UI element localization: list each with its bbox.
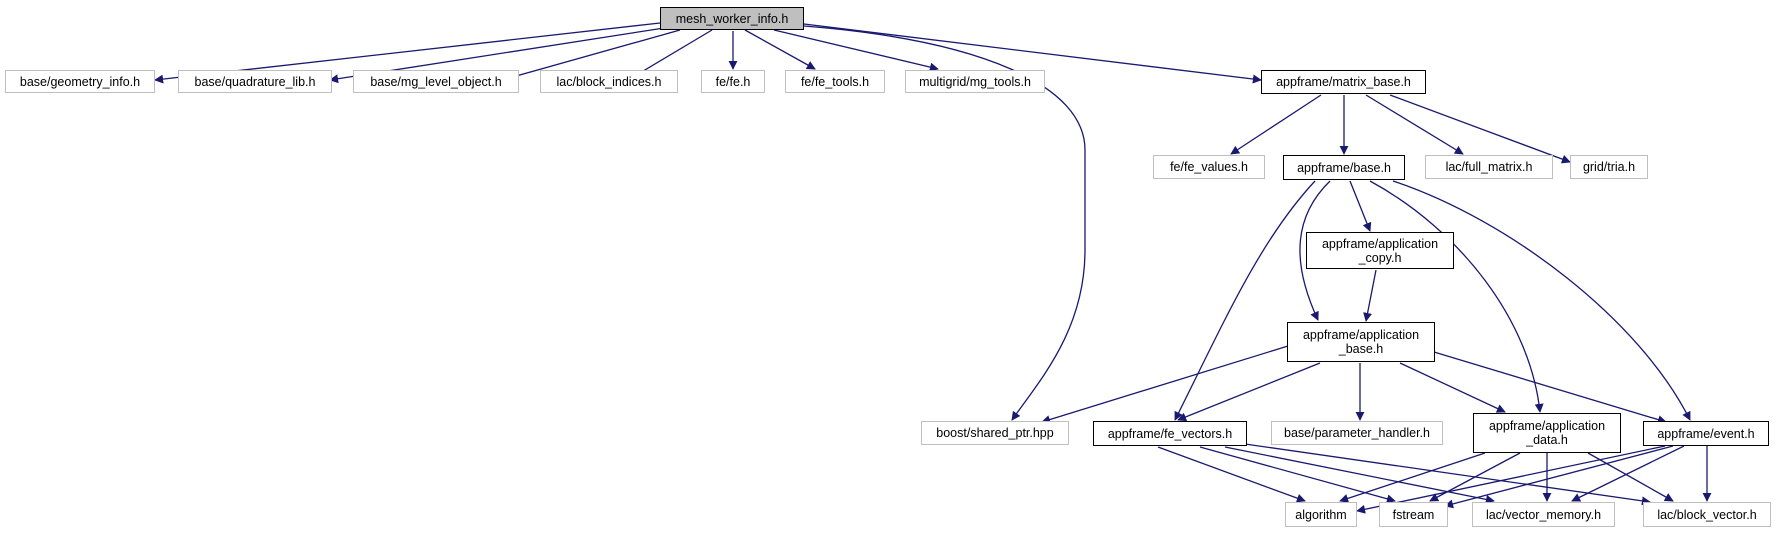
node-label: multigrid/mg_tools.h [919, 74, 1031, 89]
edge-matrix-base-to-fe-values [1230, 94, 1322, 155]
node-multigrid-mg-tools[interactable]: multigrid/mg_tools.h [905, 70, 1045, 93]
edge-appframe-base-to-application-data [1369, 180, 1544, 413]
node-appframe-matrix-base[interactable]: appframe/matrix_base.h [1261, 70, 1426, 94]
node-base-parameter-handler[interactable]: base/parameter_handler.h [1271, 421, 1443, 445]
node-label: mesh_worker_info.h [675, 11, 789, 26]
edge-fe-vectors-to-fstream [1199, 446, 1396, 504]
node-fe-fe-tools[interactable]: fe/fe_tools.h [785, 70, 885, 93]
node-label: grid/tria.h [1582, 160, 1636, 174]
node-label: appframe/application _data.h [1488, 419, 1606, 447]
node-label: fstream [1392, 507, 1435, 522]
node-label: lac/vector_memory.h [1485, 507, 1602, 522]
edge-event-to-fstream [1444, 445, 1674, 509]
edge-event-to-vector-memory [1571, 445, 1685, 502]
node-grid-tria[interactable]: grid/tria.h [1570, 155, 1648, 179]
edge-mesh-worker-info-to-fe-tools [744, 29, 816, 70]
node-lac-vector-memory[interactable]: lac/vector_memory.h [1472, 502, 1615, 527]
node-label: lac/block_vector.h [1657, 507, 1757, 522]
edge-mesh-worker-info-to-shared-ptr [803, 25, 1086, 421]
node-appframe-event[interactable]: appframe/event.h [1643, 421, 1769, 446]
edge-appframe-base-to-fe-vectors [1174, 180, 1316, 421]
node-boost-shared-ptr[interactable]: boost/shared_ptr.hpp [921, 421, 1069, 445]
edge-application-base-to-event [1433, 351, 1667, 424]
edge-appframe-base-to-application-base [1299, 180, 1331, 321]
edge-mesh-worker-info-to-mg-tools [773, 29, 939, 72]
node-fe-fe[interactable]: fe/fe.h [701, 70, 765, 93]
node-lac-full-matrix[interactable]: lac/full_matrix.h [1425, 155, 1553, 179]
edge-application-data-to-block-vector [1587, 452, 1674, 502]
dependency-edges [154, 22, 1712, 514]
node-label: fe/fe_values.h [1170, 160, 1248, 174]
edge-application-data-to-fstream [1429, 452, 1521, 502]
edge-application-base-to-application-data [1399, 362, 1506, 413]
node-label: fe/fe.h [715, 74, 751, 89]
edge-application-base-to-shared-ptr [1041, 345, 1289, 424]
node-label: base/geometry_info.h [19, 74, 141, 89]
node-mesh-worker-info[interactable]: mesh_worker_info.h [660, 7, 804, 30]
edge-application-data-to-algorithm [1339, 452, 1486, 503]
edge-application-copy-to-application-base [1363, 269, 1377, 322]
edge-mesh-worker-info-to-mg-level-object [501, 29, 681, 83]
edge-matrix-base-to-full-matrix [1365, 94, 1464, 155]
node-appframe-application-base[interactable]: appframe/application _base.h [1287, 322, 1435, 362]
node-label: lac/block_indices.h [556, 74, 662, 89]
node-base-mg-level-object[interactable]: base/mg_level_object.h [353, 70, 519, 93]
edge-fe-vectors-to-block-vector [1244, 443, 1651, 506]
node-label: appframe/base.h [1297, 160, 1391, 175]
node-lac-block-indices[interactable]: lac/block_indices.h [540, 70, 678, 93]
node-label: appframe/event.h [1657, 426, 1755, 441]
node-algorithm[interactable]: algorithm [1285, 502, 1357, 527]
node-label: lac/full_matrix.h [1445, 160, 1533, 174]
edge-event-to-algorithm [1356, 445, 1666, 514]
node-label: fe/fe_tools.h [800, 74, 870, 89]
node-label: appframe/matrix_base.h [1276, 75, 1411, 89]
node-appframe-base[interactable]: appframe/base.h [1283, 155, 1405, 180]
node-lac-block-vector[interactable]: lac/block_vector.h [1643, 502, 1771, 527]
node-fstream[interactable]: fstream [1379, 502, 1448, 527]
edge-appframe-base-to-application-copy [1349, 180, 1372, 232]
node-appframe-fe-vectors[interactable]: appframe/fe_vectors.h [1093, 421, 1247, 446]
node-label: appframe/fe_vectors.h [1107, 426, 1233, 441]
node-label: boost/shared_ptr.hpp [936, 426, 1054, 440]
node-label: base/quadrature_lib.h [194, 74, 316, 89]
node-label: base/parameter_handler.h [1284, 426, 1430, 440]
node-appframe-application-copy[interactable]: appframe/application _copy.h [1306, 232, 1454, 269]
node-fe-fe-values[interactable]: fe/fe_values.h [1153, 155, 1265, 179]
node-label: algorithm [1295, 507, 1347, 522]
edge-fe-vectors-to-algorithm [1157, 446, 1306, 503]
edge-mesh-worker-info-to-matrix-base [803, 23, 1262, 84]
edge-matrix-base-to-tria [1389, 94, 1571, 164]
node-base-quadrature-lib[interactable]: base/quadrature_lib.h [178, 70, 332, 93]
node-appframe-application-data[interactable]: appframe/application _data.h [1473, 413, 1621, 453]
node-label: appframe/application _base.h [1302, 328, 1420, 356]
edge-appframe-base-to-event [1392, 180, 1691, 421]
node-base-geometry-info[interactable]: base/geometry_info.h [5, 70, 155, 93]
node-label: appframe/application _copy.h [1321, 236, 1439, 265]
edge-application-base-to-fe-vectors [1177, 362, 1321, 422]
node-label: base/mg_level_object.h [370, 74, 502, 89]
